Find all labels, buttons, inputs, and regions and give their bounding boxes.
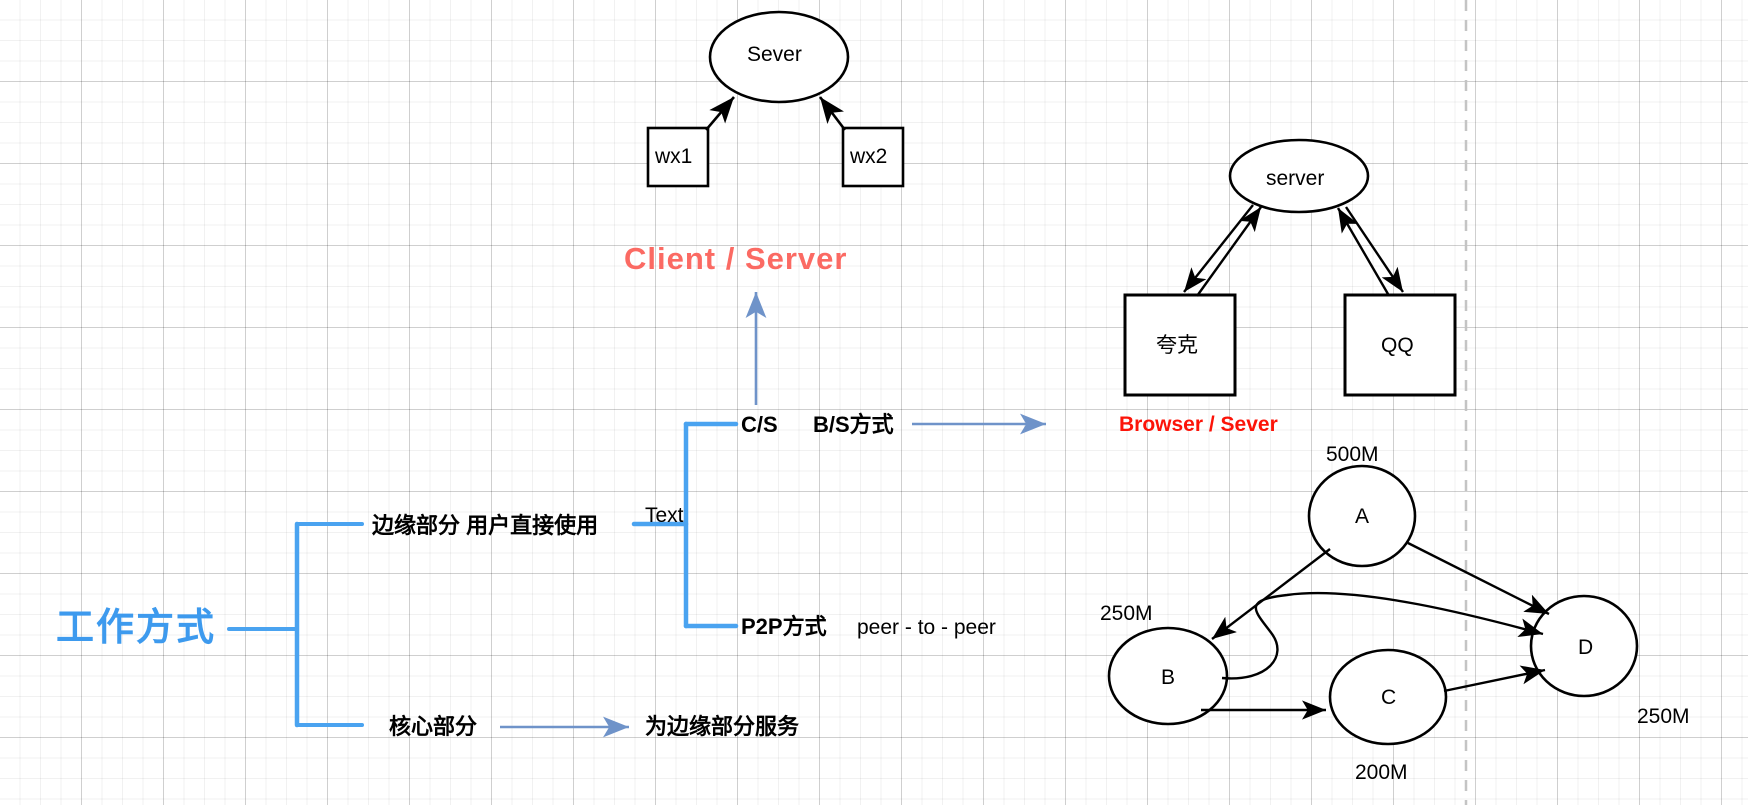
- mindmap-label-text-note: Text: [645, 504, 684, 527]
- p2p-capacity-C: 200M: [1355, 761, 1408, 784]
- p2p-node-C: [1328, 648, 1448, 746]
- bs-server-label: server: [1266, 167, 1325, 190]
- p2p-node-label-A: A: [1355, 505, 1370, 528]
- cs-client-wx2-node: [841, 126, 905, 188]
- bs-edge-server-to-quark: [1183, 204, 1254, 293]
- p2p-capacity-A: 500M: [1326, 443, 1379, 466]
- bs-client-label-quark: 夸克: [1156, 334, 1198, 357]
- p2p-edge-A-D: [1407, 541, 1550, 616]
- mindmap-label-core-part: 核心部分: [389, 714, 478, 739]
- p2p-edge-A-B: [1211, 548, 1331, 640]
- cs-server-label: Sever: [747, 43, 802, 66]
- p2p-node-A: [1307, 464, 1417, 568]
- p2p-edge-B-D: [1221, 591, 1544, 680]
- page-title: 工作方式: [56, 607, 217, 649]
- p2p-node-label-B: B: [1161, 666, 1176, 689]
- cs-client-label-wx2: wx2: [850, 145, 888, 168]
- bs-edge-quark-to-server: [1196, 206, 1262, 297]
- p2p-node-D: [1529, 594, 1639, 698]
- mindmap-label-core-target: 为边缘部分服务: [645, 714, 800, 739]
- p2p-capacity-B: 250M: [1100, 602, 1153, 625]
- cs-client-wx1-node: [646, 126, 710, 188]
- bs-client-qq-node: [1343, 293, 1457, 397]
- p2p-capacity-D: 250M: [1637, 705, 1690, 728]
- client-server-caption: Client / Server: [624, 241, 848, 276]
- browser-server-caption: Browser / Sever: [1119, 413, 1278, 436]
- cs-edge-wx2-server: [818, 96, 847, 131]
- bs-edge-qq-to-server: [1336, 207, 1390, 295]
- mindmap-label-p2p: P2P方式: [741, 614, 827, 639]
- cs-edge-wx1-server: [705, 96, 735, 131]
- p2p-node-label-D: D: [1578, 636, 1594, 659]
- p2p-edge-C-D: [1443, 665, 1546, 693]
- bs-edge-server-to-qq: [1345, 206, 1404, 293]
- p2p-node-B: [1107, 626, 1229, 726]
- cs-client-label-wx1: wx1: [655, 145, 693, 168]
- cs-server-node: [708, 10, 850, 104]
- bs-server-node: [1228, 138, 1370, 214]
- mindmap-label-p2p-note: peer - to - peer: [857, 616, 996, 639]
- bs-client-quark-node: [1123, 293, 1237, 397]
- mindmap-label-cs: C/S: [741, 412, 778, 437]
- mindmap-label-bs: B/S方式: [813, 412, 894, 437]
- mindmap-label-edge-part: 边缘部分 用户直接使用: [372, 513, 599, 538]
- p2p-node-label-C: C: [1381, 686, 1397, 709]
- bs-client-label-qq: QQ: [1381, 334, 1414, 357]
